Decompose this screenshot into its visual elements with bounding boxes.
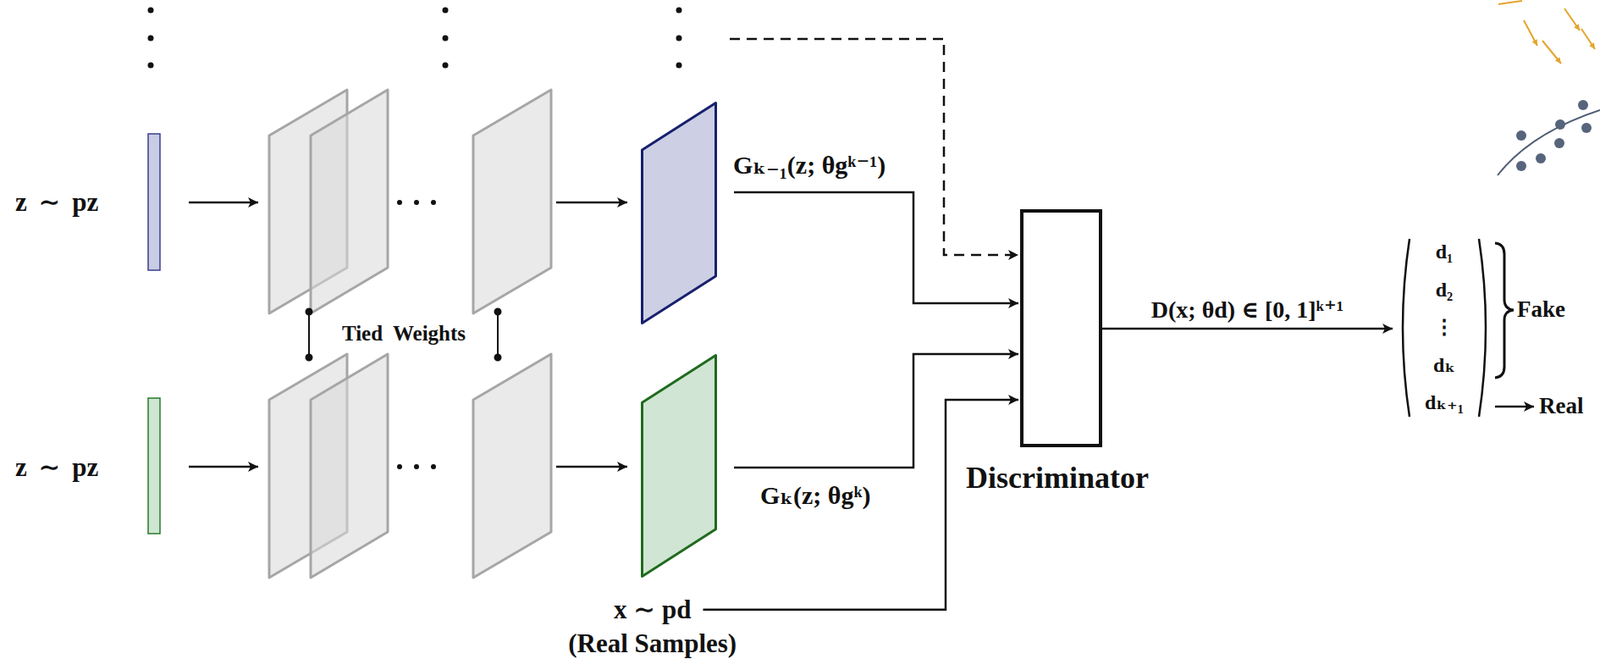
tie-line xyxy=(496,311,499,358)
dot xyxy=(306,308,313,315)
dot xyxy=(1581,122,1592,133)
arrow xyxy=(188,465,259,469)
generator-output-layer: Gₖ(z; θgᵏ) xyxy=(640,353,718,578)
dot xyxy=(430,463,436,469)
forward-arrows xyxy=(188,38,1534,467)
output-vector: d₁ d₂ ⋮ dₖ dₖ₊₁ xyxy=(1397,237,1491,419)
real-samples-source: x ∼ pd(Real Samples) xyxy=(613,594,691,625)
arrow xyxy=(556,465,628,469)
dot xyxy=(148,62,155,69)
dot xyxy=(306,354,313,361)
dot xyxy=(442,7,449,14)
dot xyxy=(495,354,502,361)
tied-weights-label: Tied Weights xyxy=(342,321,466,347)
box-label: Discriminator xyxy=(965,460,1149,496)
vector-entry: ⋮ xyxy=(1434,315,1455,340)
connector xyxy=(702,399,1019,610)
noise-vector xyxy=(148,397,160,534)
arrow xyxy=(1581,28,1595,50)
arrow xyxy=(1542,40,1562,64)
connector xyxy=(1102,327,1393,331)
generator-output-layer: Gₖ₋₁(z; θgᵏ⁻¹) xyxy=(640,101,718,325)
class-label: Real xyxy=(1539,392,1584,420)
hidden-layer xyxy=(310,353,388,578)
parallelogram xyxy=(642,103,717,324)
input-label: z ∼ pz xyxy=(15,452,99,483)
ray xyxy=(1498,0,1523,5)
class-label: Fake xyxy=(1517,296,1566,323)
dot xyxy=(1555,119,1566,130)
generator-label: Gₖ(z; θgᵏ) xyxy=(760,480,872,511)
arrow xyxy=(188,201,259,205)
discriminator-box: Discriminator xyxy=(1020,209,1103,447)
arrow xyxy=(1564,8,1580,31)
edge-label: D(x; θd) ∈ [0, 1]ᵏ⁺¹ xyxy=(1151,296,1344,324)
generator-layers xyxy=(269,89,552,578)
dot xyxy=(442,62,449,69)
dot xyxy=(413,463,420,469)
vector-entry: dₖ xyxy=(1433,353,1456,378)
tie-line xyxy=(308,311,310,358)
dot xyxy=(676,35,683,42)
dot xyxy=(148,35,155,42)
curve xyxy=(1497,110,1600,176)
hidden-layer xyxy=(473,89,552,314)
layer-outline xyxy=(640,101,718,325)
vector-entry: dₖ₊₁ xyxy=(1424,391,1464,415)
arrow xyxy=(556,201,628,205)
corner-illustration xyxy=(1497,0,1600,176)
dot xyxy=(430,199,436,205)
dot xyxy=(1577,99,1589,111)
dot xyxy=(1554,137,1565,149)
dot xyxy=(397,199,403,205)
connector xyxy=(733,353,1019,468)
tied-weights-bracket xyxy=(306,308,502,361)
dot xyxy=(148,7,155,14)
dot xyxy=(397,463,403,469)
parenthesis xyxy=(1478,238,1486,417)
noise-vector xyxy=(148,133,160,271)
hidden-layer xyxy=(473,353,552,578)
parallelogram xyxy=(642,355,717,577)
dot xyxy=(495,308,502,315)
arrow xyxy=(1495,405,1534,409)
continuation-dots xyxy=(148,7,683,470)
layer-outline xyxy=(640,353,718,578)
dot xyxy=(442,35,449,42)
arrow xyxy=(1523,20,1538,46)
vector-entry: d₂ xyxy=(1435,278,1454,303)
dot xyxy=(1535,153,1546,164)
vector-entry: d₁ xyxy=(1435,240,1454,265)
parenthesis xyxy=(1402,238,1410,417)
dashed-connector xyxy=(729,38,1019,255)
generator-label: Gₖ₋₁(z; θgᵏ⁻¹) xyxy=(733,150,886,181)
sample-caption: (Real Samples) xyxy=(568,628,737,659)
input-label: z ∼ pz xyxy=(15,187,99,218)
sample-label: x ∼ pd xyxy=(613,594,691,625)
dot xyxy=(676,7,683,14)
connector xyxy=(733,192,1019,304)
hidden-layer xyxy=(310,89,388,314)
dot xyxy=(1516,130,1527,141)
dot xyxy=(676,62,683,69)
dot xyxy=(1516,160,1527,172)
dot xyxy=(413,199,420,205)
brace xyxy=(1495,242,1514,378)
